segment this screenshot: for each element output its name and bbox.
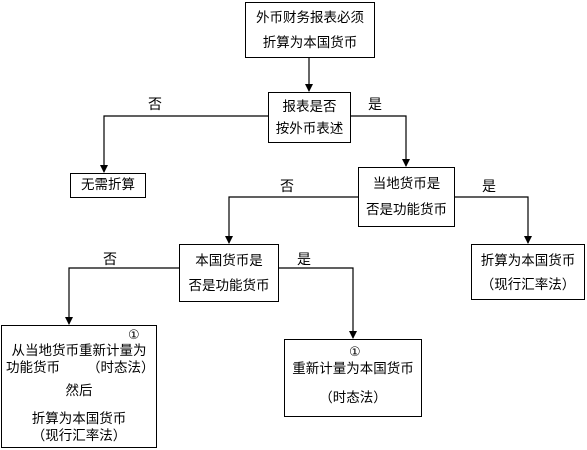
node-remeasure-home-line1: 重新计量为本国货币 — [292, 361, 414, 377]
node-q1: 报表是否 按外币表述 — [268, 92, 351, 143]
node-root-line2: 折算为本国货币 — [262, 35, 358, 51]
node-q2: 当地货币是 否是功能货币 — [358, 167, 455, 227]
node-no-translation: 无需折算 — [70, 173, 146, 198]
node-current-rate-line2: （现行汇率法） — [480, 277, 576, 293]
node-rtt-line4: 折算为本国货币 — [31, 411, 127, 427]
edge-q2-no — [225, 196, 358, 244]
edge-q3-yes — [279, 267, 357, 339]
node-q1-line2: 按外币表述 — [275, 121, 344, 137]
edge-label-q1-no: 否 — [148, 97, 162, 113]
edge-label-q1-yes: 是 — [368, 97, 382, 113]
edge-q2-yes — [455, 196, 532, 244]
node-root: 外币财务报表必须 折算为本国货币 — [245, 2, 375, 58]
edge-label-q3-no: 否 — [103, 252, 117, 268]
node-q3-line2: 否是功能货币 — [188, 278, 270, 294]
edge-q3-no — [65, 267, 179, 325]
node-root-line1: 外币财务报表必须 — [256, 10, 364, 26]
node-remeasure-home-line2: （时态法） — [319, 390, 387, 406]
node-rtt-line3: 然后 — [65, 383, 93, 399]
node-current-rate-line1: 折算为本国货币 — [480, 253, 576, 269]
edge-label-q2-yes: 是 — [482, 179, 496, 195]
node-rtt-line5: （现行汇率法） — [31, 428, 127, 444]
node-q3-line1: 本国货币是 — [195, 253, 263, 269]
node-rtt-line1: 从当地货币重新计量为 — [11, 343, 147, 359]
node-q2-line2: 否是功能货币 — [366, 202, 447, 218]
node-rtt-line2b: （时态法） — [87, 360, 155, 376]
node-rtt-line2a: 功能货币 — [6, 360, 60, 376]
node-q3: 本国货币是 否是功能货币 — [179, 244, 279, 302]
edge-label-q2-no: 否 — [280, 179, 294, 195]
node-no-translation-text: 无需折算 — [81, 177, 135, 193]
edge-q1-yes — [351, 115, 410, 167]
node-remeasure-home: ① 重新计量为本国货币 （时态法） — [284, 339, 422, 417]
edge-q1-no — [100, 115, 268, 173]
node-remeasure-then-translate: ① 从当地货币重新计量为 功能货币 （时态法） 然后 折算为本国货币 （现行汇率… — [1, 325, 157, 448]
footnote-marker: ① — [349, 345, 361, 360]
footnote-marker: ① — [128, 328, 140, 343]
edge-label-q3-yes: 是 — [297, 252, 311, 268]
node-q1-line1: 报表是否 — [282, 99, 337, 115]
node-q2-line1: 当地货币是 — [372, 176, 441, 192]
node-current-rate: 折算为本国货币 （现行汇率法） — [471, 244, 585, 300]
